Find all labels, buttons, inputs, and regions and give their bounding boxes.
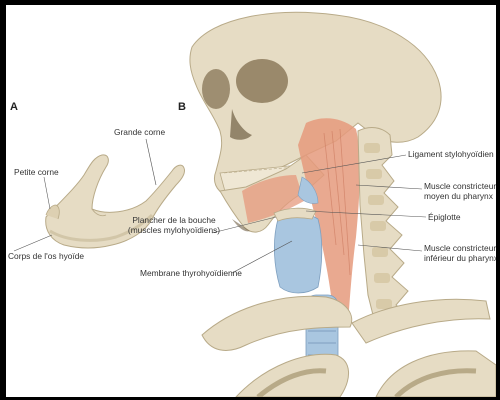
spine-drawing — [357, 127, 411, 328]
panel-label-b: B — [178, 101, 186, 113]
label-constricteur-moyen-line2: moyen du pharynx — [424, 191, 493, 201]
label-constricteur-moyen-line1: Muscle constricteur — [424, 181, 496, 191]
label-constricteur-inferieur-line1: Muscle constricteur — [424, 243, 496, 253]
panel-label-a: A — [10, 101, 18, 113]
muscle-drawing — [242, 118, 360, 323]
label-epiglotte: Épiglotte — [428, 212, 461, 222]
label-plancher-bouche-line2: (muscles mylohyoïdiens) — [127, 225, 221, 235]
shoulder-girdle-drawing — [201, 295, 496, 397]
label-grande-corne: Grande corne — [114, 127, 166, 137]
leader-lines-b — [211, 154, 427, 274]
label-constricteur-inferieur-line2: inférieur du pharynx — [424, 253, 496, 263]
hyoid-bone-drawing — [45, 154, 185, 249]
label-petite-corne: Petite corne — [14, 167, 59, 177]
label-plancher-bouche-line1: Plancher de la bouche — [132, 215, 216, 225]
vertebrae — [364, 143, 392, 309]
label-ligament-stylohyoidien: Ligament stylohyoïdien — [408, 149, 494, 159]
label-corps-os-hyoide: Corps de l'os hyoïde — [8, 251, 85, 261]
skull-drawing — [189, 11, 442, 233]
anatomy-illustration — [13, 11, 496, 397]
leader-lines-a — [13, 138, 157, 252]
illustration-canvas: A B Grande corne Petite corne Corps de l… — [6, 5, 496, 397]
label-membrane-thyrohyoidienne: Membrane thyrohyoïdienne — [140, 268, 242, 278]
